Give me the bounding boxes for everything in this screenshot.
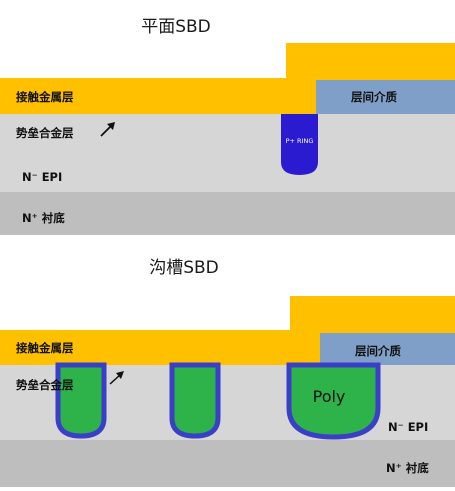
- planar-title: 平面SBD: [141, 17, 211, 37]
- planar-contact-metal-label: 接触金属层: [16, 90, 74, 104]
- planar-epi-label: N⁻ EPI: [22, 170, 62, 184]
- trench-1: [55, 362, 107, 439]
- planar-barrier-alloy-label: 势垒合金层: [16, 126, 74, 140]
- planar-interlayer-dielectric: [316, 80, 455, 114]
- trench-title: 沟槽SBD: [149, 258, 219, 278]
- planar-substrate-label: N⁺ 衬底: [22, 211, 65, 225]
- trench-substrate-layer: [0, 440, 455, 487]
- trench-2: [169, 362, 221, 439]
- planar-epi-layer: [0, 114, 455, 192]
- trench-substrate-label: N⁺ 衬底: [386, 461, 429, 475]
- planar-substrate-layer: [0, 192, 455, 235]
- trench-sbd-section: 沟槽SBD Poly 接触金属层 层间介质 势垒合金层 N⁻ EPI N⁺ 衬底: [0, 258, 455, 487]
- trench-epi-label: N⁻ EPI: [388, 420, 428, 434]
- trench-barrier-alloy-label: 势垒合金层: [16, 378, 74, 392]
- p-ring-label: P+ RING: [286, 137, 314, 145]
- trench-contact-metal: [0, 296, 455, 365]
- trench-interlayer-dielectric: [320, 333, 455, 365]
- trench-3-poly: [286, 362, 381, 440]
- planar-sbd-section: 平面SBD P+ RING 接触金属层 层间介质 势垒合金层 N⁻ EPI N⁺…: [0, 17, 455, 235]
- trench-pointer-arrow-icon: [109, 371, 124, 385]
- planar-pointer-arrow-icon: [100, 122, 115, 137]
- planar-interlayer-label: 层间介质: [350, 90, 397, 104]
- poly-label: Poly: [313, 387, 346, 406]
- planar-contact-metal: [0, 43, 455, 114]
- trench-interlayer-label: 层间介质: [354, 344, 401, 358]
- p-ring-region: [281, 114, 318, 175]
- trench-contact-metal-label: 接触金属层: [16, 341, 74, 355]
